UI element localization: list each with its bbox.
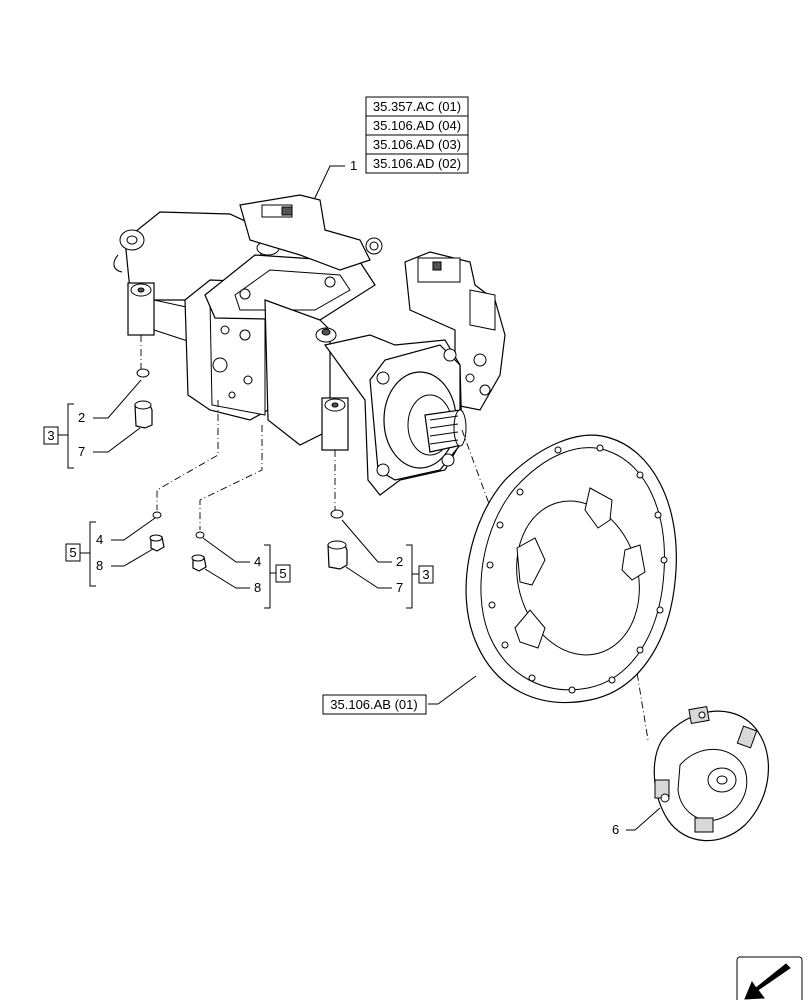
reference-label-1[interactable]: 35.357.AC (01) (373, 99, 461, 114)
flywheel-plate (465, 434, 677, 704)
callout-plug-mid-right: 8 (254, 580, 261, 595)
reference-label-5[interactable]: 35.106.AB (01) (330, 697, 417, 712)
o-ring-mid-right (195, 531, 205, 539)
leader-plug-mid-left (111, 548, 154, 567)
plug-group-mid-left: 4 8 5 (65, 511, 165, 587)
group-bracket-left (67, 403, 74, 469)
reference-label-3[interactable]: 35.106.AD (03) (373, 137, 461, 152)
callout-plug-mid-left: 8 (96, 558, 103, 573)
callout-oring-left: 2 (78, 410, 85, 425)
leader-main-pump (313, 165, 345, 201)
callout-oring-right: 2 (396, 554, 403, 569)
callout-oring-mid-left: 4 (96, 532, 103, 547)
group-label-right[interactable]: 3 (422, 567, 429, 582)
leader-flywheel-plate (428, 675, 477, 705)
callout-fitting-left: 7 (78, 444, 85, 459)
fitting-group-right: 2 7 3 (327, 509, 434, 609)
callout-coupling: 6 (612, 822, 619, 837)
group-label-mid-left[interactable]: 5 (69, 545, 76, 560)
leader-fitting-left (93, 427, 141, 453)
group-label-mid-right[interactable]: 5 (279, 566, 286, 581)
reference-label-2[interactable]: 35.106.AD (04) (373, 118, 461, 133)
hydraulic-pump (113, 194, 506, 496)
o-ring-left (136, 368, 150, 378)
leader-fitting-right (345, 566, 392, 589)
pump-front-housing (264, 299, 331, 446)
reference-box-5[interactable] (322, 694, 427, 715)
callout-fitting-right: 7 (396, 580, 403, 595)
leader-coupling (626, 807, 661, 831)
arrow-icon (744, 963, 791, 1000)
reference-label-4[interactable]: 35.106.AD (02) (373, 156, 461, 171)
leader-plug-mid-right (204, 568, 250, 589)
o-ring-mid-left (152, 511, 162, 519)
flexible-coupling (653, 705, 770, 842)
plug-group-mid-right: 4 8 5 (191, 531, 291, 609)
group-bracket-right (406, 544, 413, 609)
callout-main-pump: 1 (350, 158, 357, 173)
leader-oring-left (93, 379, 142, 419)
leader-oring-right (341, 519, 392, 563)
reference-box-4[interactable] (365, 153, 469, 174)
nav-arrow-button[interactable] (736, 956, 803, 1000)
callout-oring-mid-right: 4 (254, 554, 261, 569)
fitting-group-left: 2 7 3 (43, 368, 153, 469)
reference-stack: 35.357.AC (01) 35.106.AD (04) 35.106.AD … (365, 96, 469, 174)
group-bracket-mid-left (89, 521, 96, 587)
group-label-left[interactable]: 3 (47, 428, 54, 443)
o-ring-right (330, 509, 344, 519)
leader-oring-mid-right (202, 537, 250, 563)
leader-oring-mid-left (111, 517, 156, 541)
group-bracket-mid-right (264, 544, 271, 609)
